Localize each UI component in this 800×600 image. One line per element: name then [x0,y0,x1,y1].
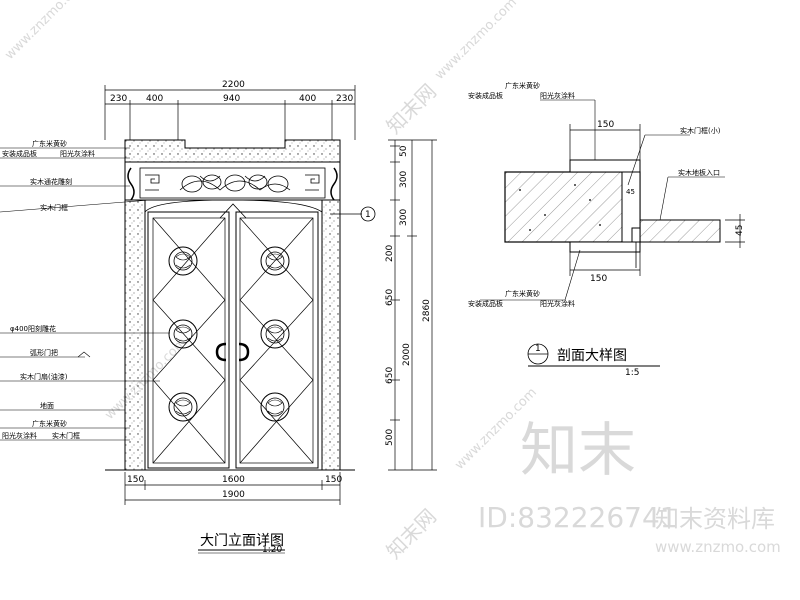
carving-ornament [179,174,291,193]
label-floor: 地面 [40,401,54,410]
elevation-title: 大门立面详图 [200,533,284,549]
bottom-dim-seg-2: 1600 [222,475,245,485]
right-pillar [321,199,341,471]
section-marker-number: 1 [365,210,371,220]
section-title-marker-number: 1 [535,344,541,354]
right-handle [238,342,250,362]
section-label-frame: 实木门框(小) [680,126,721,135]
watermark-url-1: www.znzmo.com [2,0,90,63]
section-label-board-top: 安装成品板 [468,91,503,100]
top-dim-seg-3: 940 [223,94,240,104]
section-dim-top: 150 [597,120,614,130]
section-scale: 1:5 [625,368,639,378]
carved-medallions [168,246,290,422]
label-carving: 实木通花雕刻 [30,177,72,186]
left-pillar [124,199,146,471]
left-handle [215,342,227,362]
right-dim-seg-4: 200 [385,245,395,262]
right-dim-seg-2: 300 [399,171,409,188]
label-stone-1: 广东米黄砂 [32,139,67,148]
watermark-url-2: www.znzmo.com [432,0,520,83]
top-dim-seg-4: 400 [299,94,316,104]
top-dimensions [104,85,356,140]
right-dim-seg-3: 300 [399,209,409,226]
watermark-site-2: 知末网 [382,504,441,563]
section-title: 剖面大样图 [557,348,627,364]
label-paint-1: 阳光灰涂料 [60,149,95,158]
section-label-paint-top: 阳光灰涂料 [540,91,575,100]
section-label-floor: 实木地板入口 [678,168,720,177]
label-stone-2: 广东米黄砂 [32,419,67,428]
door-elevation [105,139,355,471]
right-dimensions [388,139,437,471]
section-dim-right: 45 [735,225,745,236]
section-cut-marker: 1 [330,206,376,222]
bottom-dim-seg-1: 150 [127,475,144,485]
section-detail: 150 150 45 45 广东米黄砂 安装成品板 阳光灰涂料 实木门框(小) … [468,81,745,378]
top-dim-seg-5: 230 [336,94,353,104]
top-dim-total: 2200 [222,80,245,90]
section-dim-bottom: 150 [590,274,607,284]
watermark-site-1: 知末网 [382,79,441,138]
section-label-board-bottom: 安装成品板 [468,299,503,308]
label-frame-1: 实木门框 [40,203,68,212]
watermark-id: ID:832226741 [478,501,678,534]
right-dim-subtotal: 2000 [402,343,412,366]
top-dim-seg-1: 230 [110,94,127,104]
watermark-url-3: www.znzmo.com [102,335,190,423]
right-dim-seg-1: 50 [399,145,409,157]
label-door-leaf: 实木门扇(油漆) [20,372,68,381]
right-dim-seg-5: 650 [385,289,395,306]
label-medallion: φ400阳刻雕花 [10,324,56,333]
right-dim-seg-7: 500 [385,429,395,446]
section-wall [504,171,641,243]
top-dim-seg-2: 400 [146,94,163,104]
watermark-layer: www.znzmo.com www.znzmo.com www.znzmo.co… [2,0,781,564]
label-frame-2: 实木门框 [52,431,80,440]
right-dim-seg-6: 650 [385,367,395,384]
bottom-dim-total: 1900 [222,490,245,500]
section-dim-inner: 45 [626,188,635,196]
label-handle: 弧形门把 [30,348,58,357]
right-dim-total: 2860 [422,299,432,322]
label-board-1: 安装成品板 [2,149,37,158]
section-label-stone-top: 广东米黄砂 [505,81,540,90]
watermark-brand: 知末 [520,416,636,484]
section-door-leaf [639,219,721,243]
section-label-paint-bottom: 阳光灰涂料 [540,299,575,308]
elevation-scale: 1:20 [262,545,282,555]
left-door-leaf [147,211,230,469]
left-leaders [0,147,170,441]
label-paint-2: 阳光灰涂料 [2,431,37,440]
right-door-leaf [235,211,319,469]
section-label-stone-bottom: 广东米黄砂 [505,289,540,298]
watermark-library: 知末资料库 [655,505,775,533]
bottom-dim-seg-3: 150 [325,475,342,485]
watermark-url-main: www.znzmo.com [655,538,781,556]
bottom-dimensions [124,472,341,505]
